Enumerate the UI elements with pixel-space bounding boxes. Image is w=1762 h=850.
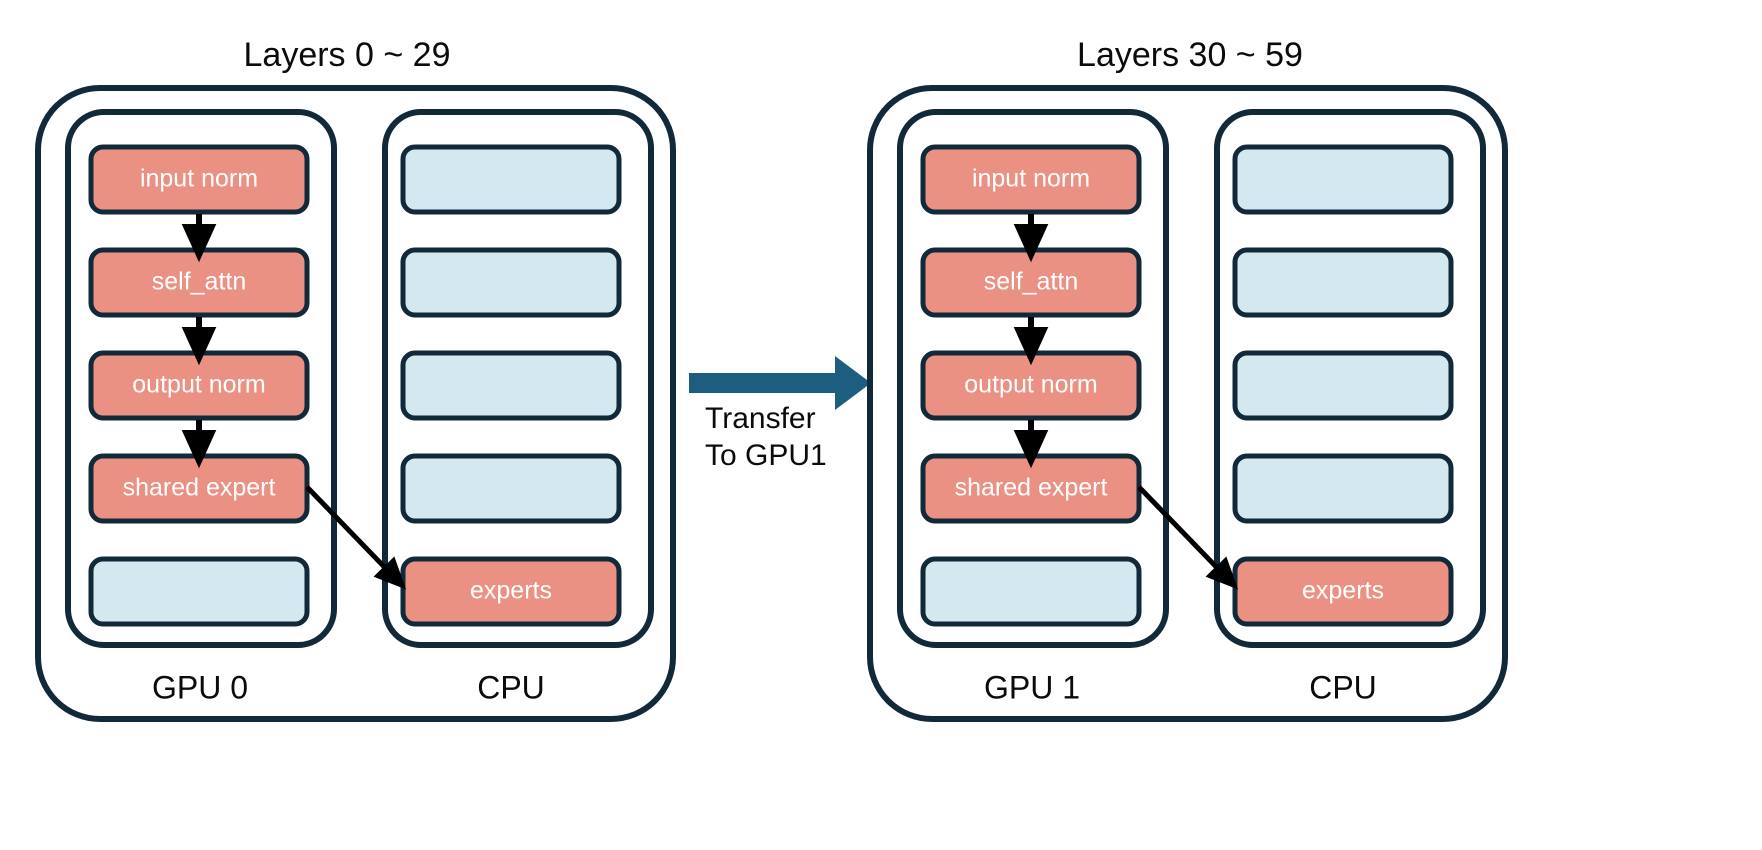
gpu0-column-shell [65, 109, 337, 648]
gpu0-block-output-norm-label: output norm [132, 371, 265, 399]
transfer-arrow-shaft [689, 373, 835, 393]
transfer-arrow-head [835, 356, 871, 410]
cpu-left-block-empty-2[interactable] [400, 247, 622, 318]
group-right-title: Layers 30 ~ 59 [1077, 36, 1303, 74]
transfer-connector: Transfer To GPU1 [689, 356, 871, 472]
cpu-right-block-experts[interactable] [1232, 556, 1454, 627]
group-left-outer-shell [35, 85, 676, 722]
transfer-label-line1: Transfer [705, 402, 816, 435]
gpu1-block-input-norm[interactable] [920, 144, 1142, 215]
gpu1-column-shell [897, 109, 1169, 648]
gpu0-block-empty-5[interactable] [88, 556, 310, 627]
gpu0-to-cpu-experts-arrow [305, 485, 407, 590]
cpu-right-block-experts-label: experts [1302, 577, 1384, 605]
cpu-right-block-empty-2[interactable] [1232, 247, 1454, 318]
gpu0-block-input-norm[interactable] [88, 144, 310, 215]
cpu-right-block-empty-1[interactable] [1232, 144, 1454, 215]
cpu-left-block-empty-4[interactable] [400, 453, 622, 524]
cpu-right-block-empty-4[interactable] [1232, 453, 1454, 524]
group-left: Layers 0 ~ 29 input norm self_attn outpu… [35, 36, 676, 722]
gpu0-block-self-attn-label: self_attn [152, 268, 247, 296]
gpu0-block-input-norm-label: input norm [140, 165, 258, 193]
gpu0-block-shared-expert-label: shared expert [123, 474, 276, 502]
gpu1-block-output-norm-label: output norm [964, 371, 1097, 399]
gpu1-block-self-attn-label: self_attn [984, 268, 1079, 296]
cpu-left-block-empty-3[interactable] [400, 350, 622, 421]
gpu1-block-empty-5[interactable] [920, 556, 1142, 627]
cpu-right-device-label: CPU [1309, 669, 1377, 705]
cpu-right-column-shell [1214, 109, 1486, 648]
group-right: Layers 30 ~ 59 input norm self_attn outp… [867, 36, 1508, 722]
gpu1-block-shared-expert-label: shared expert [955, 474, 1108, 502]
gpu1-to-cpu-experts-arrow [1137, 485, 1239, 590]
cpu-left-device-label: CPU [477, 669, 545, 705]
transfer-label-line2: To GPU1 [705, 439, 827, 472]
cpu-left-column-shell [382, 109, 654, 648]
cpu-right-block-empty-3[interactable] [1232, 350, 1454, 421]
cpu-left-block-experts-label: experts [470, 577, 552, 605]
group-left-title: Layers 0 ~ 29 [244, 36, 451, 74]
gpu1-device-label: GPU 1 [984, 669, 1080, 705]
gpu1-block-input-norm-label: input norm [972, 165, 1090, 193]
group-right-outer-shell [867, 85, 1508, 722]
cpu-left-block-empty-1[interactable] [400, 144, 622, 215]
cpu-left-block-experts[interactable] [400, 556, 622, 627]
gpu0-device-label: GPU 0 [152, 669, 248, 705]
